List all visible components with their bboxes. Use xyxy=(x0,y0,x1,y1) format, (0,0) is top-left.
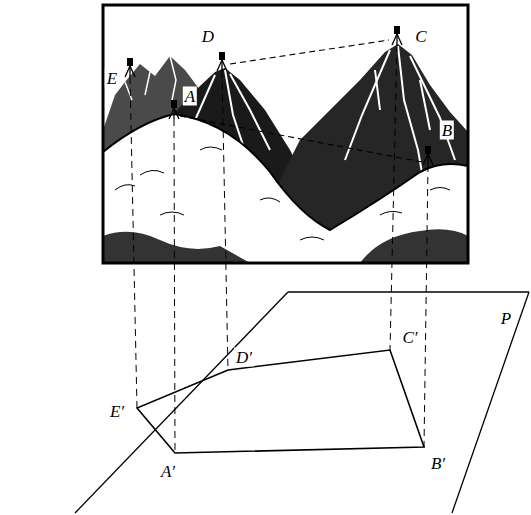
point-label: B xyxy=(440,121,454,140)
point-label: C xyxy=(413,27,428,46)
point-label: D′ xyxy=(234,348,254,367)
point-label: B′ xyxy=(429,454,447,473)
plane-p xyxy=(75,292,529,513)
projection-lines xyxy=(130,45,428,453)
point-label: A′ xyxy=(159,462,177,481)
projected-polygon xyxy=(137,350,424,453)
point-label: E xyxy=(105,69,119,88)
point-label: P xyxy=(499,309,513,328)
point-label: A xyxy=(183,87,197,106)
mountain-picture xyxy=(103,5,468,263)
picture-frame xyxy=(103,5,468,263)
point-label: C′ xyxy=(400,328,419,347)
point-label: D xyxy=(200,27,216,46)
point-label: E′ xyxy=(108,402,126,421)
